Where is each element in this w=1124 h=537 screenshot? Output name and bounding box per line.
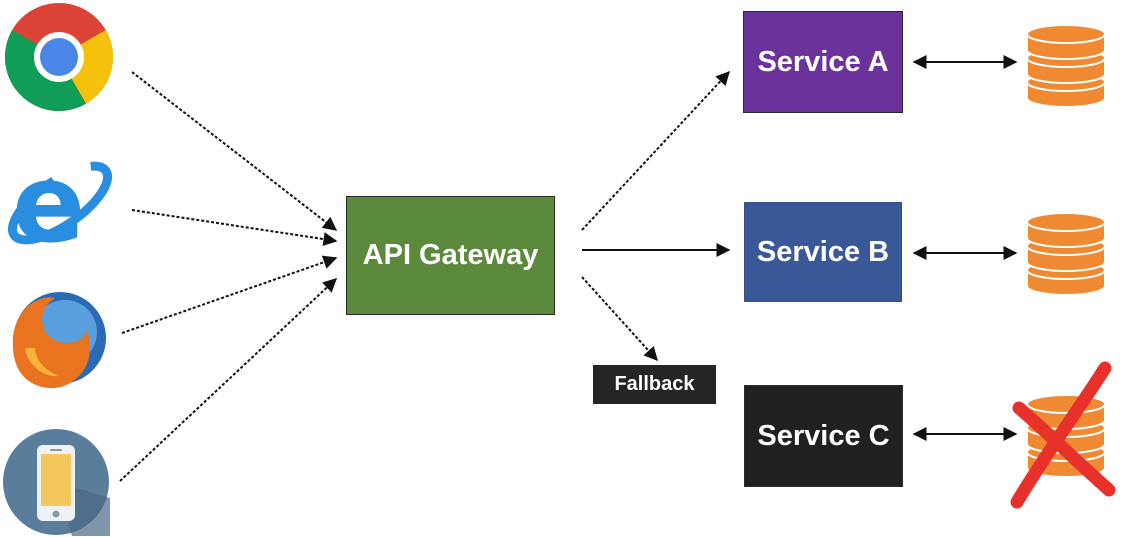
service-c-box: Service C [744,385,903,487]
arrow-ie-to-gateway [131,209,338,247]
service-c-label: Service C [757,419,890,452]
arrow-firefox-to-gateway [121,255,338,334]
service-b-label: Service B [756,235,890,268]
database-icon [1026,24,1106,108]
internet-explorer-icon: e [7,145,113,257]
database-icon [1026,212,1106,296]
service-b-box: Service B [744,202,902,302]
chrome-icon [4,3,114,112]
mobile-phone-icon [3,429,110,536]
arrow-chrome-to-gateway [131,71,338,231]
fallback-label: Fallback [614,373,695,395]
api-gateway-label: API Gateway [362,239,539,271]
firefox-icon [12,292,106,389]
fallback-box: Fallback [593,365,716,404]
failure-x-icon [1010,361,1116,509]
arrow-gateway-to-service-a [581,70,730,231]
arrow-gateway-to-fallback [581,276,658,362]
api-gateway-box: API Gateway [346,196,555,315]
arrow-phone-to-gateway [119,278,338,482]
service-a-label: Service A [757,45,889,78]
service-a-box: Service A [743,11,903,113]
